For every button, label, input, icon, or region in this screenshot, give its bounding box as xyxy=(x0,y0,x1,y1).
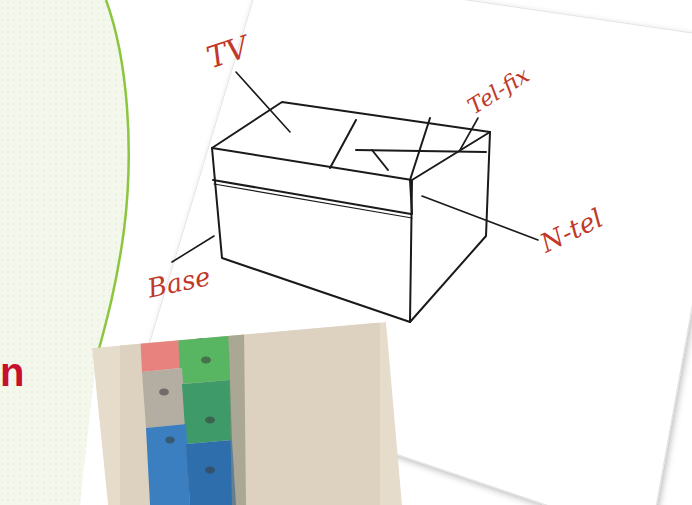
cube-photo xyxy=(92,320,402,505)
paper-sheet xyxy=(142,0,692,505)
panel-border xyxy=(96,0,129,360)
slide-text: n xyxy=(0,352,24,392)
box-sketch xyxy=(212,102,490,322)
